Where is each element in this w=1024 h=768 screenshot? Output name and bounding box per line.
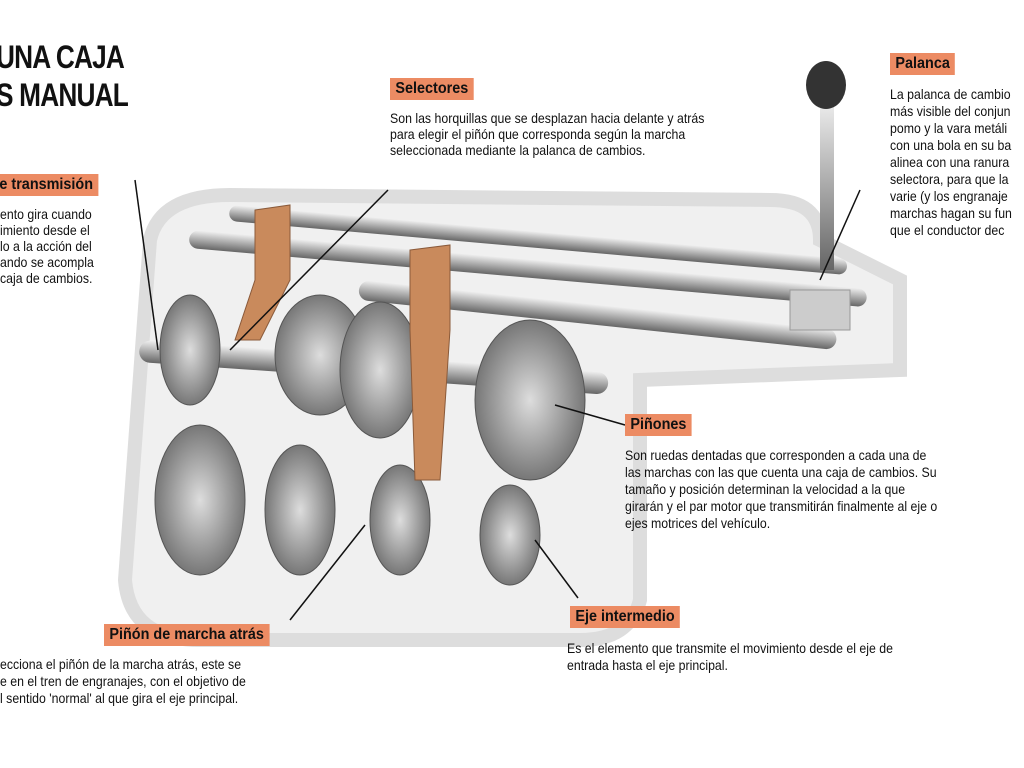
- label-marcha-atras: Piñón de marcha atrás: [104, 624, 270, 646]
- label-transmision: e transmisión: [0, 174, 99, 196]
- label-palanca: Palanca: [890, 53, 956, 75]
- text-eje-intermedio: Es el elemento que transmite el movimien…: [567, 640, 893, 673]
- text-pinones: Son ruedas dentadas que corresponden a c…: [625, 447, 938, 531]
- label-eje-intermedio: Eje intermedio: [570, 606, 681, 628]
- selector-forks: [234, 204, 451, 481]
- title-line-1: UNA CAJA: [0, 39, 125, 75]
- gears: [154, 294, 586, 586]
- text-selectores: Son las horquillas que se desplazan haci…: [390, 110, 705, 158]
- gear-lever: [789, 61, 851, 331]
- text-marcha-atras: ecciona el piñón de la marcha atrás, est…: [0, 656, 246, 706]
- title-line-2: S MANUAL: [0, 77, 129, 113]
- label-selectores: Selectores: [390, 78, 474, 100]
- text-transmision: ento gira cuando imiento desde el lo a l…: [0, 206, 94, 286]
- label-pinones: Piñones: [625, 414, 692, 436]
- text-palanca: La palanca de cambio más visible del con…: [890, 86, 1012, 238]
- leader-lines: [134, 179, 861, 621]
